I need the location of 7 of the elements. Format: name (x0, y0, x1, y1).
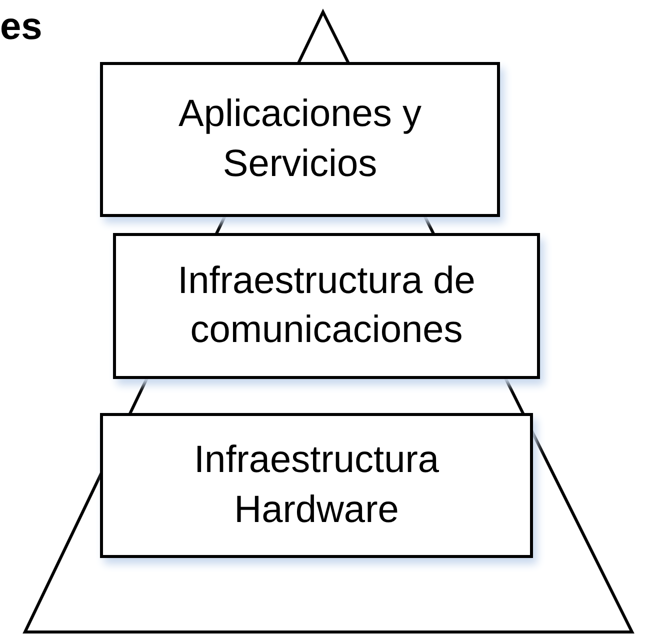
layer-label: Infraestructura de comunicaciones (176, 258, 476, 353)
layer-box (100, 413, 533, 558)
layer-label: Infraestructura Hardware (193, 438, 440, 532)
heading-fragment: es (0, 6, 42, 49)
layer-box (113, 233, 540, 379)
layer-label: Aplicaciones y Servicios (178, 92, 422, 186)
layer-box (100, 62, 500, 217)
